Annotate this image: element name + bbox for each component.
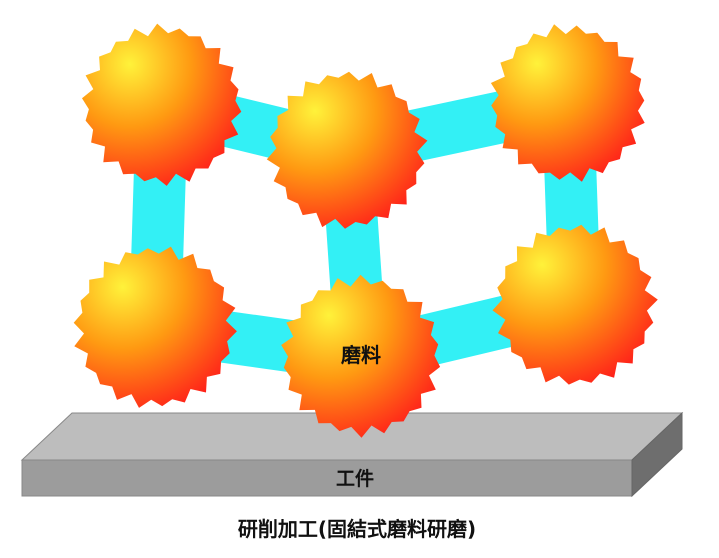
workpiece-label: 工件 [336, 467, 374, 490]
abrasive-grains [73, 23, 658, 438]
abrasive-label: 磨料 [341, 343, 381, 367]
abrasive-grain [266, 71, 428, 229]
workpiece-slab [20, 411, 684, 498]
workpiece-front-face [21, 459, 633, 497]
abrasive-grain [490, 24, 645, 182]
abrasive-grain [82, 23, 242, 186]
workpiece-side-face [631, 411, 683, 498]
abrasive-grain [281, 274, 441, 438]
abrasive-grain [492, 224, 658, 385]
abrasive-grain [73, 246, 237, 408]
diagram-caption: 研削加工(固結式磨料研磨) [238, 517, 476, 541]
